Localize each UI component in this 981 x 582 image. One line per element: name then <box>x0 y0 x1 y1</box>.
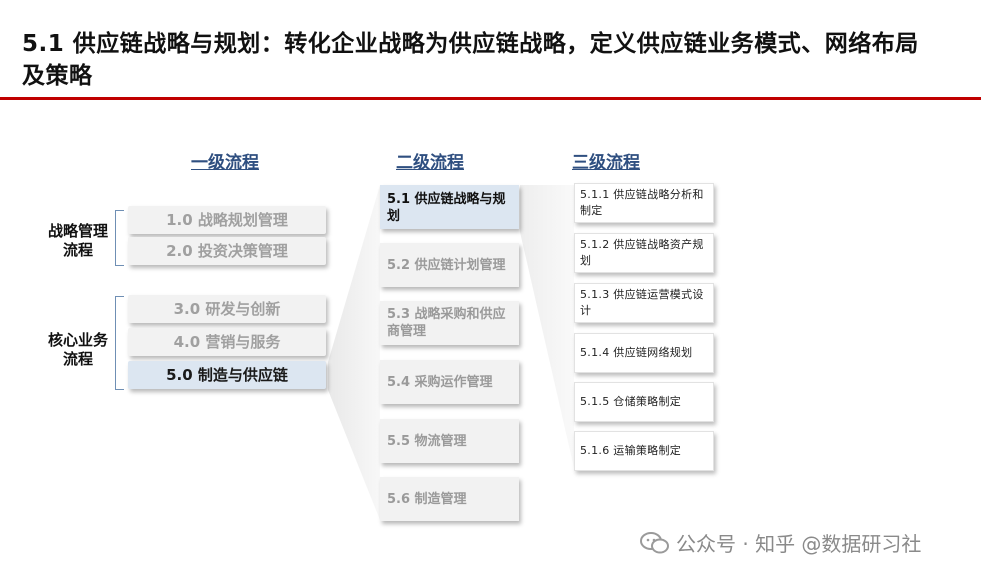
level3-item[interactable]: 5.1.2 供应链战略资产规划 <box>574 233 714 273</box>
level2-item[interactable]: 5.5 物流管理 <box>380 419 519 463</box>
level2-item-active[interactable]: 5.1 供应链战略与规划 <box>380 185 519 229</box>
level3-item[interactable]: 5.1.4 供应链网络规划 <box>574 333 714 373</box>
level1-item[interactable]: 1.0 战略规划管理 <box>128 206 326 234</box>
group-bracket-core <box>115 296 124 390</box>
level3-item[interactable]: 5.1.6 运输策略制定 <box>574 431 714 471</box>
title-divider <box>0 97 981 100</box>
level2-item[interactable]: 5.4 采购运作管理 <box>380 360 519 404</box>
watermark: 公众号 · 知乎 @数据研习社 <box>640 528 921 557</box>
watermark-text: 公众号 · 知乎 @数据研习社 <box>676 532 922 556</box>
header-level3: 三级流程 <box>572 153 640 173</box>
level3-item[interactable]: 5.1.5 仓储策略制定 <box>574 382 714 422</box>
header-level1: 一级流程 <box>191 153 259 173</box>
l2-to-l3-connector <box>520 185 574 468</box>
level1-item-active[interactable]: 5.0 制造与供应链 <box>128 361 326 389</box>
wechat-icon <box>640 531 669 553</box>
level2-item[interactable]: 5.6 制造管理 <box>380 477 519 521</box>
level2-item[interactable]: 5.2 供应链计划管理 <box>380 243 519 287</box>
group-label-core: 核心业务 流程 <box>47 331 108 368</box>
group-bracket-strategy <box>115 210 124 266</box>
level1-item[interactable]: 4.0 营销与服务 <box>128 328 326 356</box>
page-title: 5.1 供应链战略与规划：转化企业战略为供应链战略，定义供应链业务模式、网络布局… <box>22 31 919 89</box>
l1-to-l2-connector <box>328 185 380 520</box>
level1-item[interactable]: 3.0 研发与创新 <box>128 295 326 323</box>
header-level2: 二级流程 <box>396 153 464 173</box>
level2-item[interactable]: 5.3 战略采购和供应商管理 <box>380 301 519 345</box>
group-label-strategy: 战略管理 流程 <box>47 222 108 259</box>
level3-item[interactable]: 5.1.1 供应链战略分析和制定 <box>574 183 714 223</box>
level3-item[interactable]: 5.1.3 供应链运营模式设计 <box>574 283 714 323</box>
level1-item[interactable]: 2.0 投资决策管理 <box>128 237 326 265</box>
